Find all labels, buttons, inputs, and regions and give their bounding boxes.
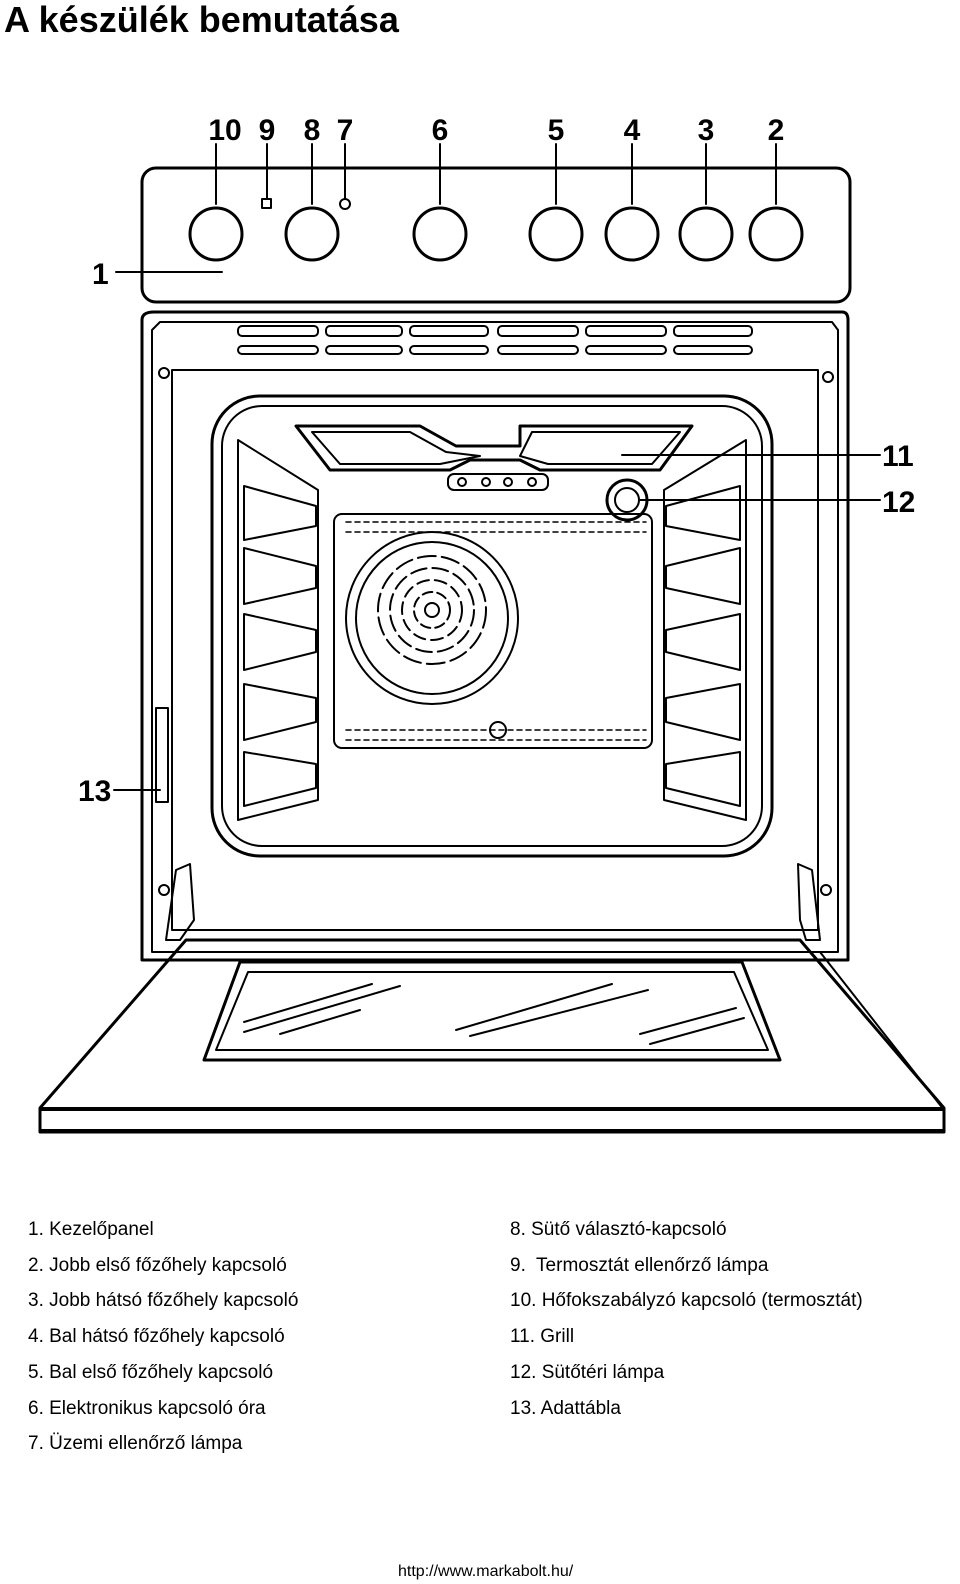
oven-diagram: 10 9 8 7 6 5 4 3 2 1 11 12 13 [38,114,946,1134]
callout-5: 5 [548,114,565,147]
callout-2: 2 [768,114,785,147]
legend-item: 8. Sütő választó-kapcsoló [510,1219,727,1240]
thermostat-lamp [261,198,272,209]
footer-url[interactable]: http://www.markabolt.hu/ [398,1563,574,1580]
oven-cavity [210,394,774,858]
callout-7: 7 [337,114,354,147]
legend-item: 7. Üzemi ellenőrző lámpa [28,1433,243,1455]
fan-grille [377,555,487,665]
legend-item: 4. Bal hátsó főzőhely kapcsoló [28,1326,285,1348]
knob-10 [188,206,244,262]
legend-left: 1. Kezelőpanel 2. Jobb első főzőhely kap… [28,1212,298,1462]
rack-right [663,439,747,821]
callout-12: 12 [882,486,915,519]
legend-item: 12. Sütőtéri lámpa [510,1361,665,1383]
door-glass [202,960,782,1062]
knob-6 [412,206,468,262]
callout-13: 13 [78,775,111,808]
knob-4 [604,206,660,262]
callout-11: 11 [882,440,914,473]
oven-lamp [605,478,649,522]
callout-numbers: 10 9 8 7 6 5 4 3 2 1 11 12 13 [78,114,915,808]
legend-item: 11. Grill [510,1326,575,1348]
legend-right: 8. Sütő választó-kapcsoló 9. Termosztát … [510,1212,863,1426]
power-lamp [339,198,351,210]
legend-item: 13. Adattábla [510,1397,621,1419]
data-plate [155,707,169,803]
legend-item: 1. Kezelőpanel [28,1219,154,1240]
knob-3 [678,206,734,262]
callout-4: 4 [624,114,641,147]
legend-item: 10. Hőfokszabályzó kapcsoló (termosztát) [510,1290,863,1312]
oven-body [140,310,850,962]
legend-item: 6. Elektronikus kapcsoló óra [28,1397,266,1419]
callout-1: 1 [92,258,109,291]
callout-3: 3 [698,114,715,147]
rack-left [237,439,319,821]
grill-element [294,424,694,491]
control-panel [140,166,852,304]
callout-8: 8 [304,114,321,147]
callout-6: 6 [432,114,449,147]
legend-item: 9. Termosztát ellenőrző lámpa [510,1254,769,1276]
page-title: A készülék bemutatása [4,0,399,40]
legend-item: 2. Jobb első főzőhely kapcsoló [28,1254,287,1276]
knob-5 [528,206,584,262]
legend-item: 5. Bal első főzőhely kapcsoló [28,1361,274,1383]
callout-9: 9 [259,114,276,147]
legend-item: 3. Jobb hátsó főzőhely kapcsoló [28,1290,299,1312]
back-panel [333,513,653,749]
callout-10: 10 [208,114,241,147]
knob-2 [748,206,804,262]
knob-8 [284,206,340,262]
oven-door [38,938,946,1134]
